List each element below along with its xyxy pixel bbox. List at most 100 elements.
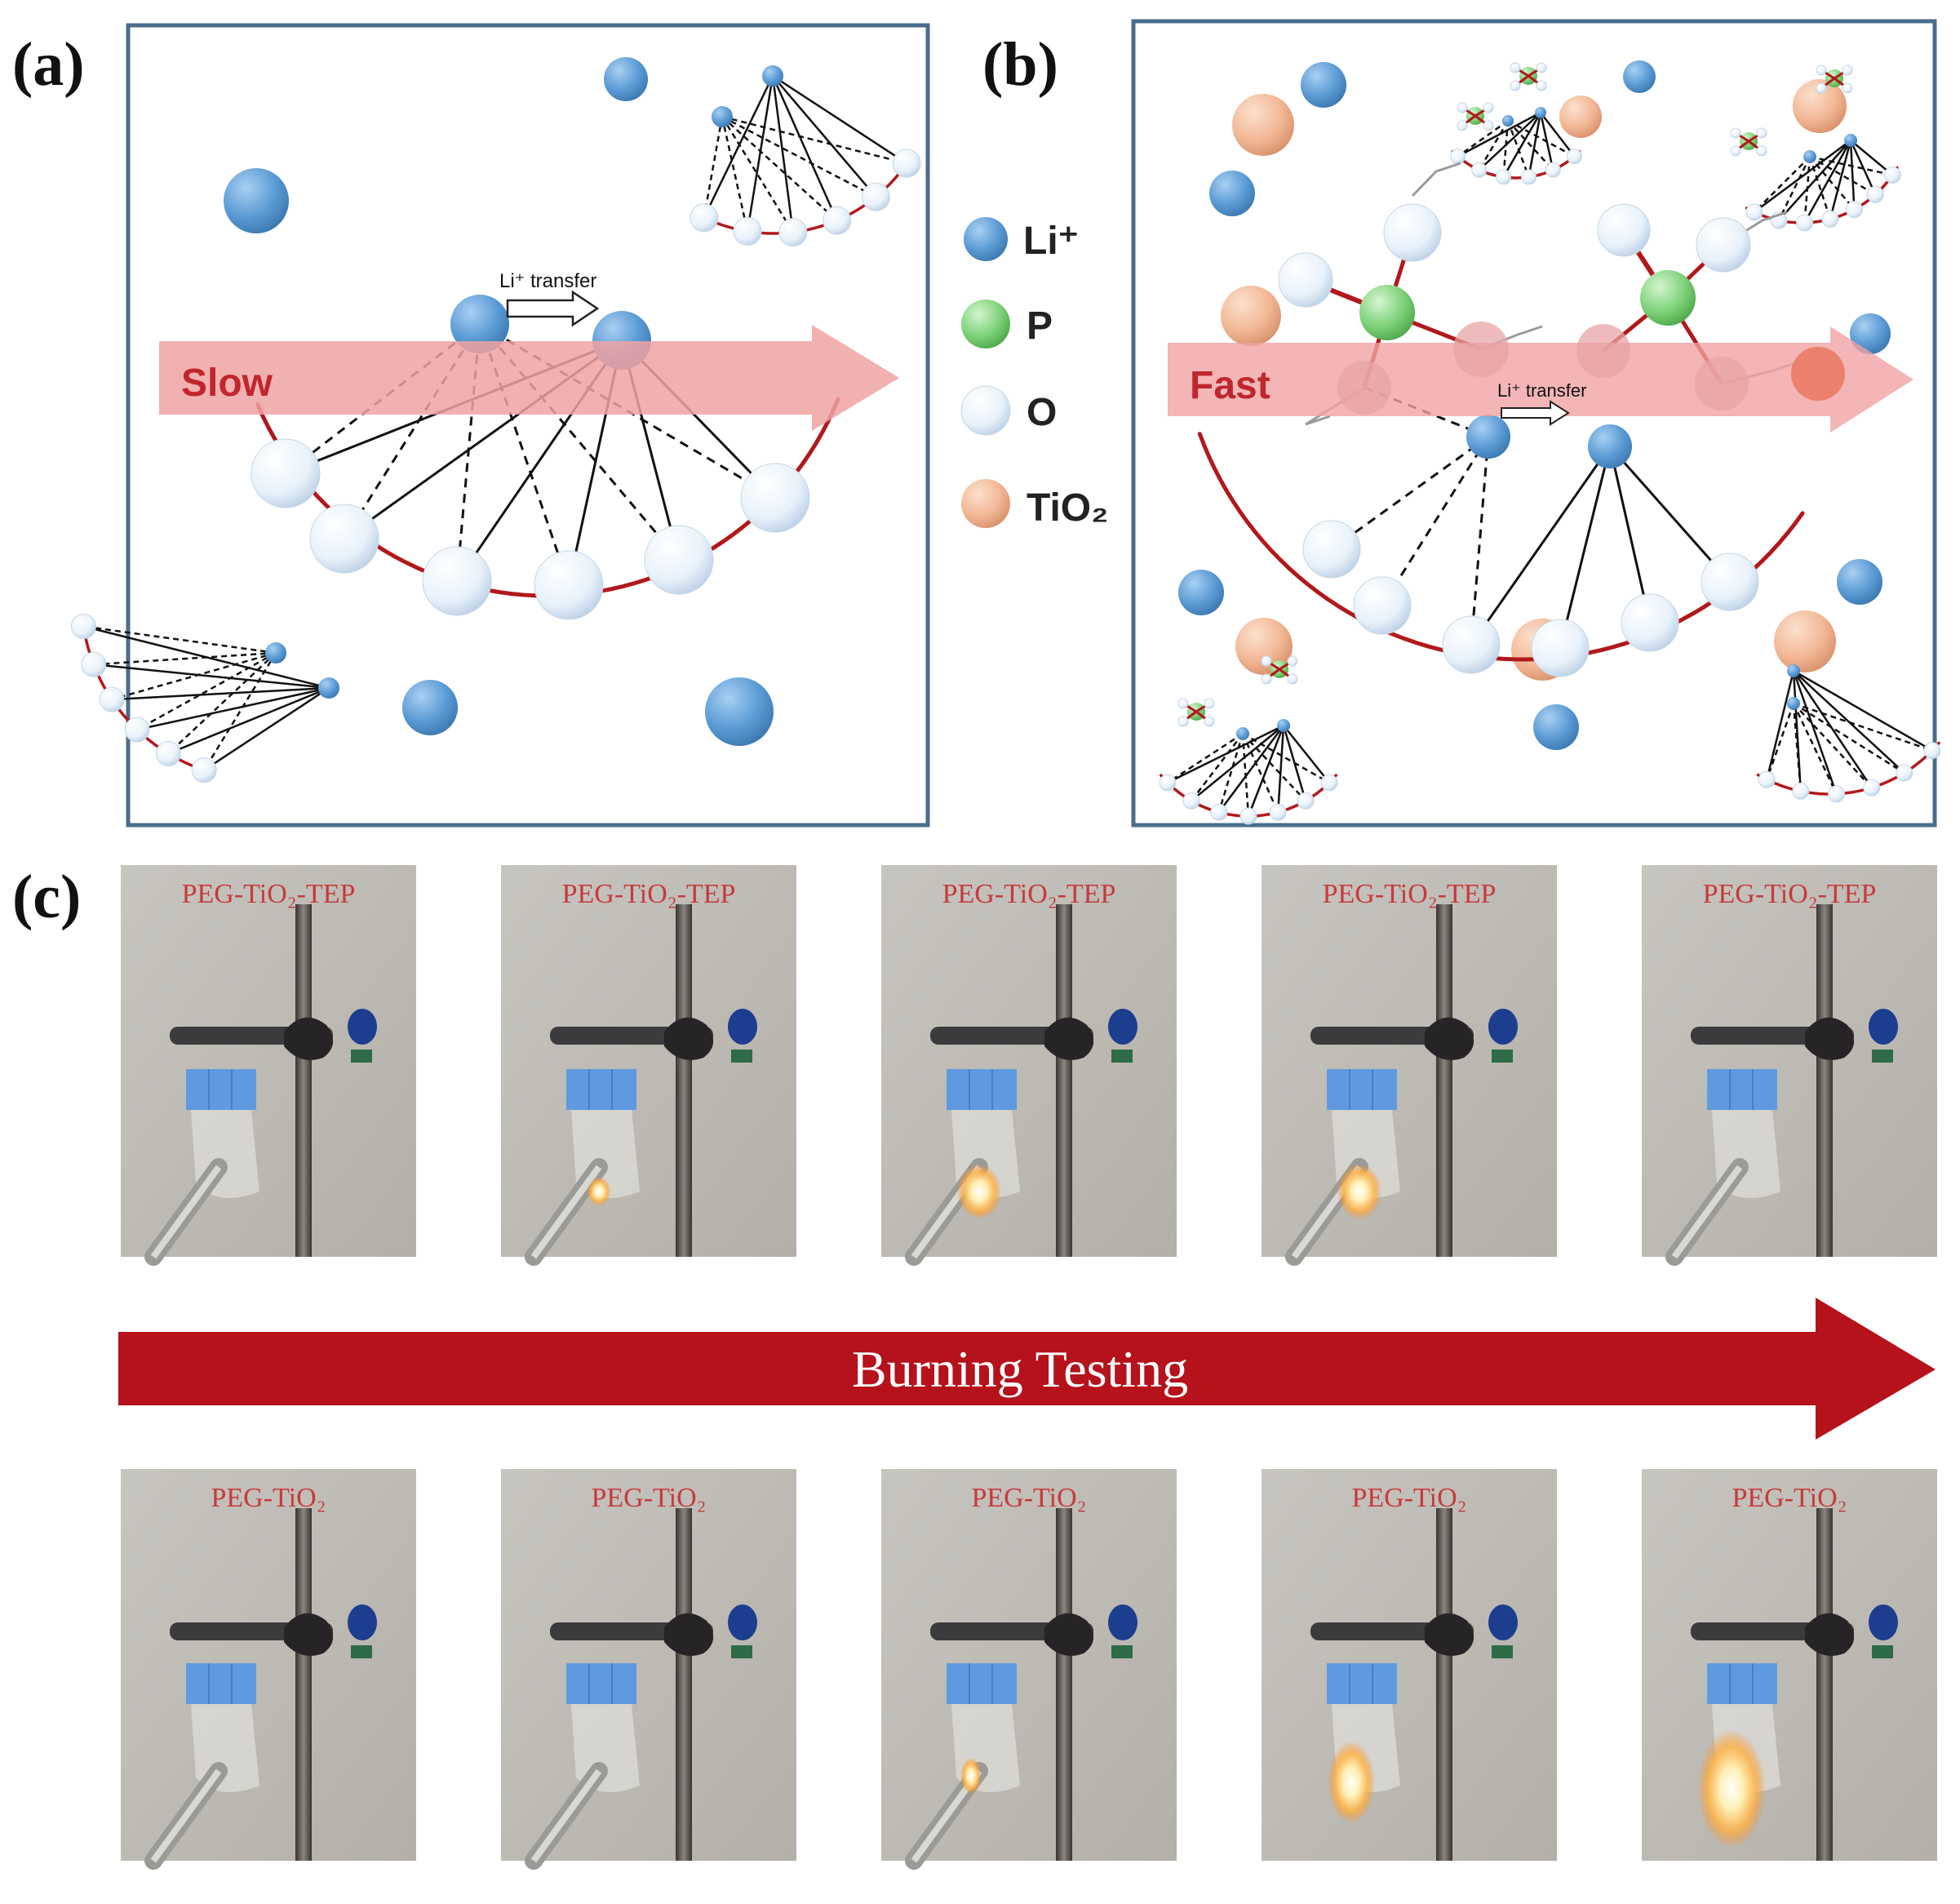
oxygen-atom-in-flow	[1695, 357, 1749, 411]
burning-test-photo: PEG-TiO₂	[1642, 1469, 1937, 1861]
oxygen-atom	[191, 757, 217, 783]
transfer-arrow-icon-b	[1501, 400, 1570, 426]
tio2-particle	[1774, 610, 1836, 672]
solid-coordination-line	[1754, 139, 1851, 213]
binder-clip	[566, 1663, 636, 1704]
ethyl-group	[1411, 162, 1461, 198]
dashed-coordination-line	[93, 651, 277, 666]
solid-coordination-line	[1478, 112, 1541, 171]
oxygen-atom	[1696, 217, 1751, 273]
stand-rod	[1056, 904, 1072, 1257]
solid-coordination-line	[1778, 140, 1851, 221]
solid-coordination-line	[1793, 669, 1933, 752]
clamp-knob	[1488, 1009, 1518, 1045]
stand-rod	[676, 1508, 692, 1861]
oxygen-atom	[1730, 127, 1741, 139]
oxygen-atom	[1204, 716, 1215, 727]
li-ion	[1850, 313, 1891, 354]
clamp-head	[1425, 1613, 1474, 1656]
oxygen-atom	[1536, 80, 1547, 91]
solid-coordination-line	[1829, 140, 1852, 220]
sample-label: PEG-TiO₂	[972, 1483, 1087, 1513]
legend-o-label: O	[1027, 391, 1057, 434]
solid-coordination-line	[771, 75, 795, 233]
dashed-coordination-line	[1331, 435, 1489, 551]
li-ion	[1466, 415, 1510, 459]
solid-coordination-line	[1792, 670, 1838, 795]
dashed-coordination-line	[703, 116, 724, 218]
oxygen-atom-in-flow	[1453, 322, 1509, 377]
oxygen-atom	[1261, 673, 1272, 685]
clamp-head	[1805, 1613, 1855, 1656]
solid-coordination-line	[1792, 670, 1873, 788]
solid-coordination-line	[1849, 140, 1877, 195]
flame	[956, 1164, 1002, 1219]
oxygen-atom	[1287, 655, 1298, 667]
photo-background	[501, 1469, 796, 1861]
binder-clip	[186, 1663, 256, 1704]
flame	[960, 1757, 982, 1795]
clamp-tip	[351, 1050, 372, 1063]
legend-tio2-label: TiO₂	[1027, 486, 1108, 530]
solid-coordination-line	[136, 686, 330, 731]
li-ion	[265, 642, 286, 664]
oxygen-atom	[534, 550, 604, 620]
stand-rod	[1436, 904, 1452, 1257]
dashed-coordination-line	[721, 116, 838, 222]
clamp-head	[284, 1613, 334, 1656]
solid-coordination-line	[1559, 446, 1612, 649]
oxygen-atom	[1496, 169, 1512, 185]
binder-clip	[1327, 1069, 1397, 1110]
solid-coordination-line	[111, 686, 330, 701]
legend-li-label: Li⁺	[1023, 220, 1079, 263]
solid-coordination-line	[1793, 670, 1905, 774]
li-ion	[1502, 115, 1514, 126]
clamp-head	[664, 1613, 714, 1656]
dashed-coordination-line	[721, 116, 794, 233]
clamp-tip	[1872, 1050, 1893, 1063]
oxygen-atom	[1536, 62, 1547, 73]
lighter-nozzle-highlight	[530, 1165, 602, 1259]
tio2-particle	[1221, 286, 1281, 346]
burning-test-photo: PEG-TiO₂	[121, 1469, 416, 1870]
stand-rod	[1816, 1508, 1833, 1861]
oxygen-atom	[1383, 203, 1442, 262]
solid-coordination-line	[1850, 140, 1894, 176]
oxygen-atom	[1845, 201, 1863, 219]
legend-tio2-icon	[961, 479, 1010, 528]
sample-label: PEG-TiO₂-TEP	[182, 879, 356, 909]
oxygen-atom	[1471, 162, 1488, 178]
burning-test-photo: PEG-TiO₂	[881, 1469, 1177, 1870]
dashed-coordination-line	[1457, 119, 1509, 158]
stand-rod	[1816, 904, 1833, 1257]
li-ion	[224, 168, 289, 233]
electrolyte-film	[191, 1704, 259, 1792]
oxygen-atom	[1923, 742, 1941, 760]
li-ion	[762, 65, 783, 87]
oxygen-atom	[1842, 64, 1853, 76]
solid-coordination-line	[746, 75, 774, 232]
small-peg-chain	[691, 151, 916, 235]
clamp-head	[664, 1017, 714, 1060]
panel-b: Fast Li⁺ transfer	[1131, 19, 1941, 828]
panel-a: Slow Li⁺ transfer	[70, 23, 930, 828]
burning-testing-label: Burning Testing	[852, 1340, 1188, 1398]
oxygen-atom	[1816, 64, 1827, 76]
li-ion	[450, 295, 509, 353]
li-ion	[1803, 150, 1816, 163]
solid-coordination-line	[1191, 725, 1284, 802]
solid-coordination-line	[1608, 446, 1652, 624]
oxygen-atom	[1353, 576, 1412, 635]
dashed-coordination-line	[1242, 733, 1306, 802]
oxygen-atom	[823, 206, 852, 235]
oxygen-atom	[1182, 792, 1200, 810]
clamp-knob	[1108, 1009, 1137, 1045]
oxygen-atom	[99, 686, 125, 712]
oxygen-atom	[1883, 166, 1901, 184]
stand-rod	[295, 1508, 312, 1861]
clamp-head	[284, 1017, 334, 1060]
li-ion	[1277, 719, 1290, 732]
oxygen-atom	[70, 614, 96, 640]
oxygen-atom	[690, 203, 719, 233]
